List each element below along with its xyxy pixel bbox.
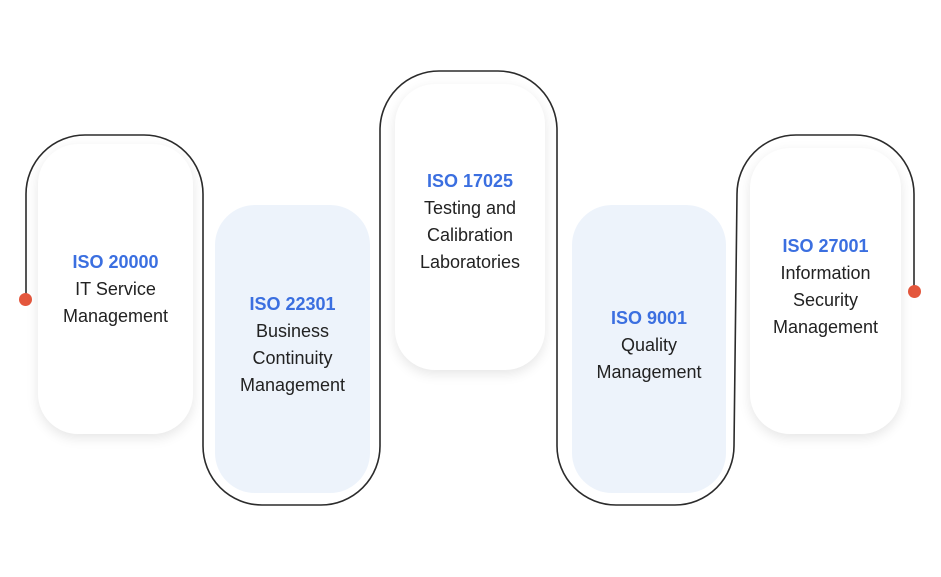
card-iso-20000: ISO 20000 IT Service Management	[38, 144, 193, 434]
card-title: Business Continuity Management	[239, 321, 346, 395]
card-title: IT Service Management	[62, 278, 169, 326]
card-code: ISO 22301	[249, 294, 336, 314]
card-code: ISO 20000	[72, 251, 159, 272]
card-iso-17025: ISO 17025 Testing and Calibration Labora…	[395, 84, 545, 370]
card-code: ISO 9001	[610, 307, 688, 328]
card-title: Information Security Management	[772, 263, 879, 337]
card-title: Quality Management	[596, 334, 702, 382]
card-code: ISO 17025	[426, 171, 514, 191]
card-iso-9001: ISO 9001 Quality Management	[572, 205, 726, 493]
card-code: ISO 27001	[782, 236, 869, 256]
card-iso-22301: ISO 22301 Business Continuity Management	[215, 205, 370, 493]
end-dot	[908, 285, 921, 298]
start-dot	[19, 293, 32, 306]
card-title: Testing and Calibration Laboratories	[419, 198, 521, 272]
card-iso-27001: ISO 27001 Information Security Managemen…	[750, 148, 901, 434]
